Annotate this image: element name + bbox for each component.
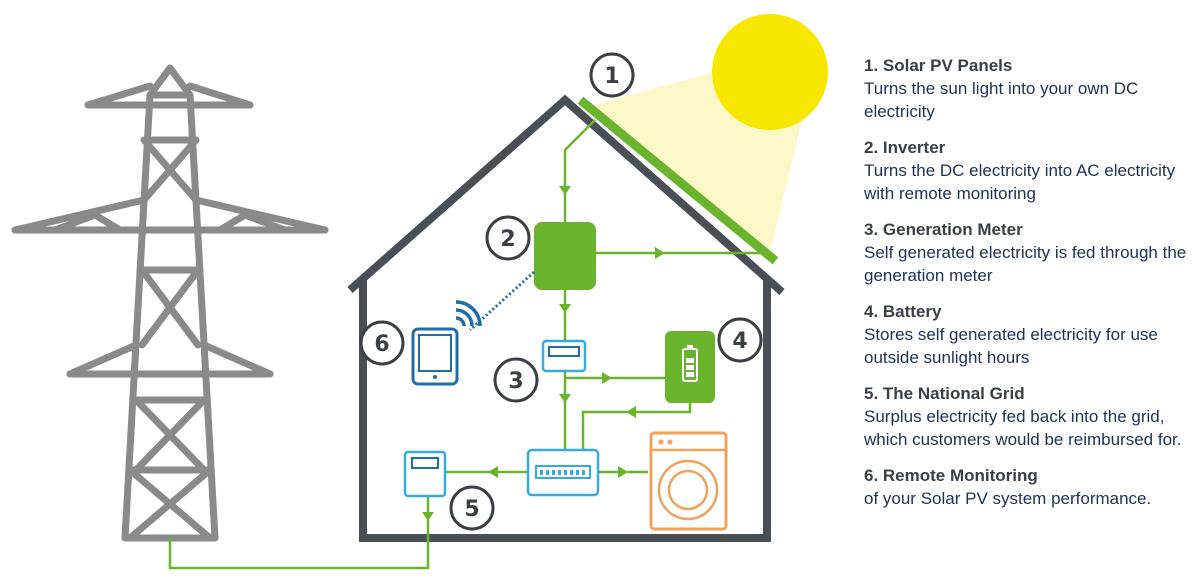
legend-title: 5. The National Grid	[864, 384, 1025, 403]
legend-desc: Stores self generated electricity for us…	[864, 325, 1158, 367]
badge-3: 3	[493, 357, 539, 403]
wireless-link	[468, 270, 536, 332]
wifi-icon	[455, 300, 482, 327]
legend-title: 3. Generation Meter	[864, 220, 1023, 239]
legend-desc: Turns the sun light into your own DC ele…	[864, 79, 1139, 121]
legend-item-battery: 4. Battery Stores self generated electri…	[864, 301, 1194, 369]
generation-meter-icon	[541, 339, 587, 373]
sun-icon	[712, 14, 828, 130]
inverter-icon	[534, 222, 596, 290]
legend-title: 2. Inverter	[864, 138, 946, 157]
flow-arrows	[422, 186, 665, 521]
svg-text:1: 1	[604, 64, 619, 89]
badge-5: 5	[449, 485, 495, 531]
legend-item-inverter: 2. Inverter Turns the DC electricity int…	[864, 137, 1194, 205]
legend-item-generation-meter: 3. Generation Meter Self generated elect…	[864, 219, 1194, 287]
legend-desc: of your Solar PV system performance.	[864, 489, 1152, 508]
tablet-icon	[411, 327, 459, 386]
legend-desc: Self generated electricity is fed throug…	[864, 243, 1187, 285]
legend-desc: Surplus electricity fed back into the gr…	[864, 407, 1182, 449]
export-meter-icon	[403, 450, 447, 498]
house-outline	[347, 94, 785, 295]
svg-text:6: 6	[374, 332, 389, 357]
legend-desc: Turns the DC electricity into AC electri…	[864, 161, 1176, 203]
badge-2: 2	[485, 215, 531, 261]
svg-text:5: 5	[464, 497, 479, 522]
consumer-unit-icon	[526, 448, 600, 497]
battery-icon	[665, 331, 715, 403]
house-walls	[359, 278, 771, 542]
badge-1: 1	[589, 52, 635, 98]
svg-text:3: 3	[508, 369, 523, 394]
legend-title: 1. Solar PV Panels	[864, 56, 1013, 75]
badge-6: 6	[359, 320, 405, 366]
badge-4: 4	[717, 317, 763, 363]
legend-title: 4. Battery	[864, 302, 942, 321]
legend: 1. Solar PV Panels Turns the sun light i…	[864, 55, 1194, 524]
wires	[168, 119, 765, 570]
legend-item-national-grid: 5. The National Grid Surplus electricity…	[864, 383, 1194, 451]
solar-system-diagram: 1 2 3 4 5 6	[11, 14, 828, 570]
washing-machine-icon	[649, 431, 728, 531]
legend-title: 6. Remote Monitoring	[864, 466, 1038, 485]
legend-item-solar-pv-panels: 1. Solar PV Panels Turns the sun light i…	[864, 55, 1194, 123]
svg-text:2: 2	[500, 227, 515, 252]
legend-item-remote-monitoring: 6. Remote Monitoring of your Solar PV sy…	[864, 465, 1194, 510]
solar-panel	[577, 96, 779, 265]
svg-text:4: 4	[732, 329, 747, 354]
pylon-icon	[11, 64, 329, 542]
